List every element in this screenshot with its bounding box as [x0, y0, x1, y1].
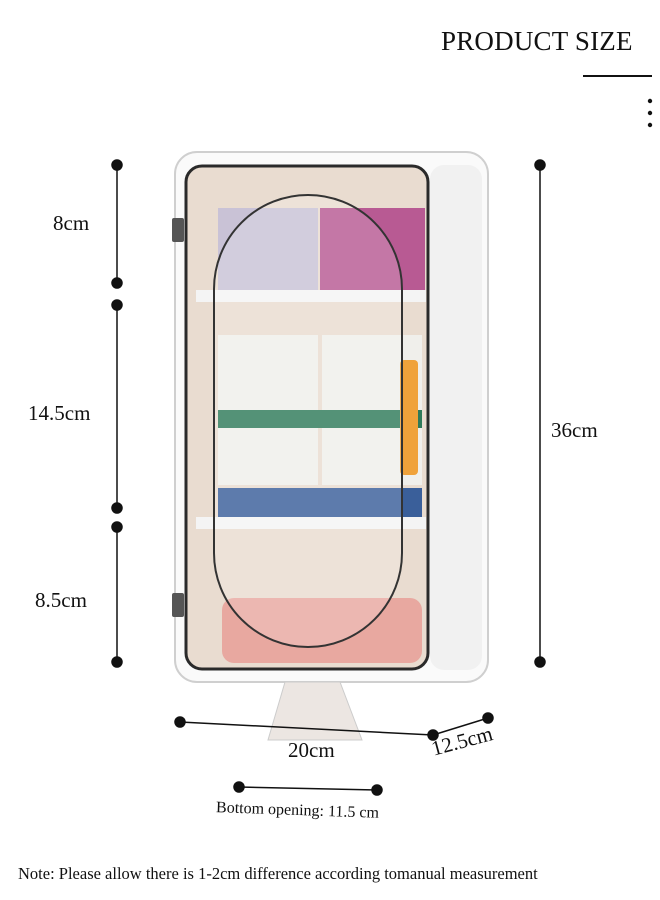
measurement-note: Note: Please allow there is 1-2cm differ…: [18, 864, 538, 883]
shelf: [196, 517, 426, 529]
wipes-pack: [222, 598, 422, 663]
hinge: [172, 593, 184, 617]
tissue: [267, 681, 363, 741]
height-dimension-lines: [111, 159, 546, 796]
vertical-dots-icon: [647, 98, 653, 128]
page-title: PRODUCT SIZE: [441, 26, 633, 56]
top-section-label: 8cm: [53, 211, 90, 235]
hinge: [172, 218, 184, 242]
product-box: [218, 208, 318, 290]
middle-section-label: 14.5cm: [28, 401, 91, 425]
cabinet: [172, 151, 489, 741]
width-label: 20cm: [288, 738, 335, 762]
shelf: [196, 290, 426, 302]
bottom-section-label: 8.5cm: [35, 588, 87, 612]
door-window: [213, 194, 403, 648]
height-label: 36cm: [551, 418, 598, 442]
